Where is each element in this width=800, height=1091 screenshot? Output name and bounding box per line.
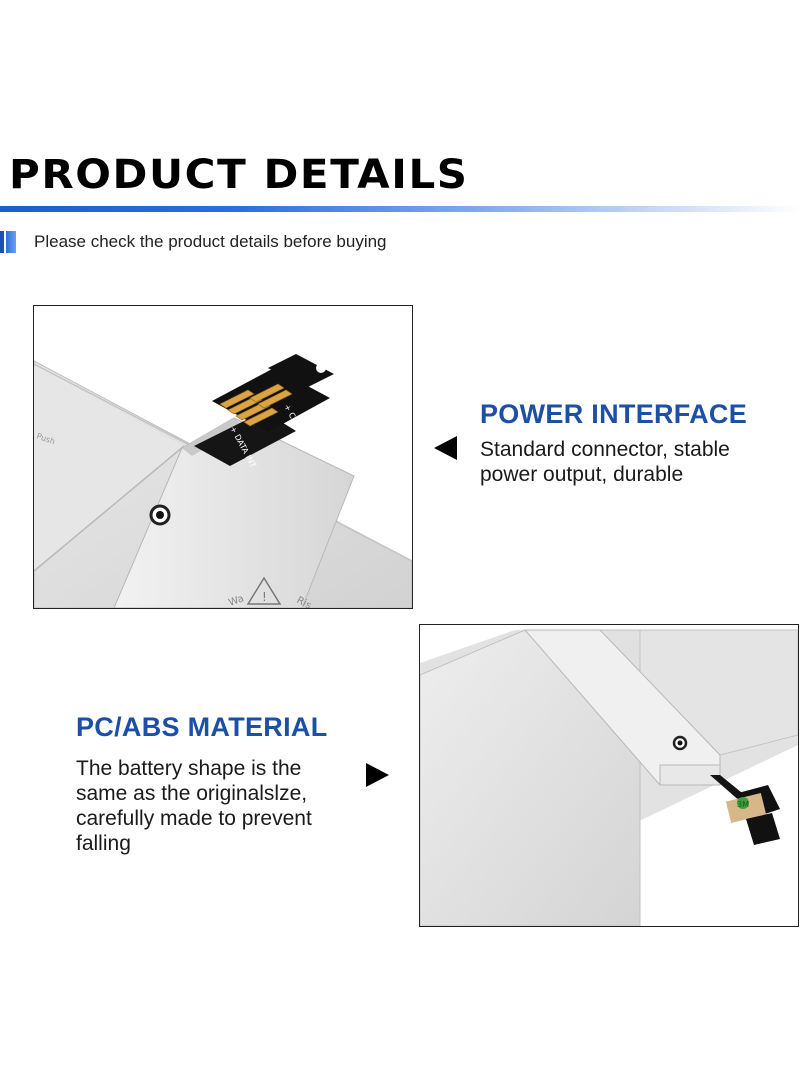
- right-arrow-icon: [366, 763, 389, 787]
- feature-desc-line: power output, durable: [480, 463, 684, 486]
- page-title: PRODUCT DETAILS: [9, 152, 469, 198]
- left-arrow-icon: [434, 436, 457, 460]
- feature-title-pc-abs-material: PC/ABS MATERIAL: [76, 712, 328, 742]
- subtitle-marker-icon: [0, 231, 18, 253]
- feature-desc-line: carefully made to prevent: [76, 807, 312, 830]
- battery-print-1: Wa: [227, 593, 245, 608]
- feature-desc-line: falling: [76, 832, 131, 855]
- subtitle: Please check the product details before …: [34, 232, 387, 251]
- feature-desc-line: same as the originalslze,: [76, 782, 308, 805]
- connector-closeup-photo: + CLK DET + DATA INT ! Wa Ris Push: [33, 305, 413, 609]
- svg-text:!: !: [262, 590, 267, 604]
- feature-desc-pc-abs-material: The battery shape is the same as the ori…: [76, 756, 312, 856]
- svg-text:3M: 3M: [737, 800, 749, 809]
- title-underline: [0, 206, 800, 212]
- warning-triangle-icon: [246, 576, 282, 605]
- feature-desc-power-interface: Standard connector, stable power output,…: [480, 437, 730, 487]
- feature-desc-line: Standard connector, stable: [480, 438, 730, 461]
- battery-overview-photo: 3M: [419, 624, 799, 927]
- feature-title-power-interface: POWER INTERFACE: [480, 399, 748, 429]
- feature-desc-line: The battery shape is the: [76, 757, 302, 780]
